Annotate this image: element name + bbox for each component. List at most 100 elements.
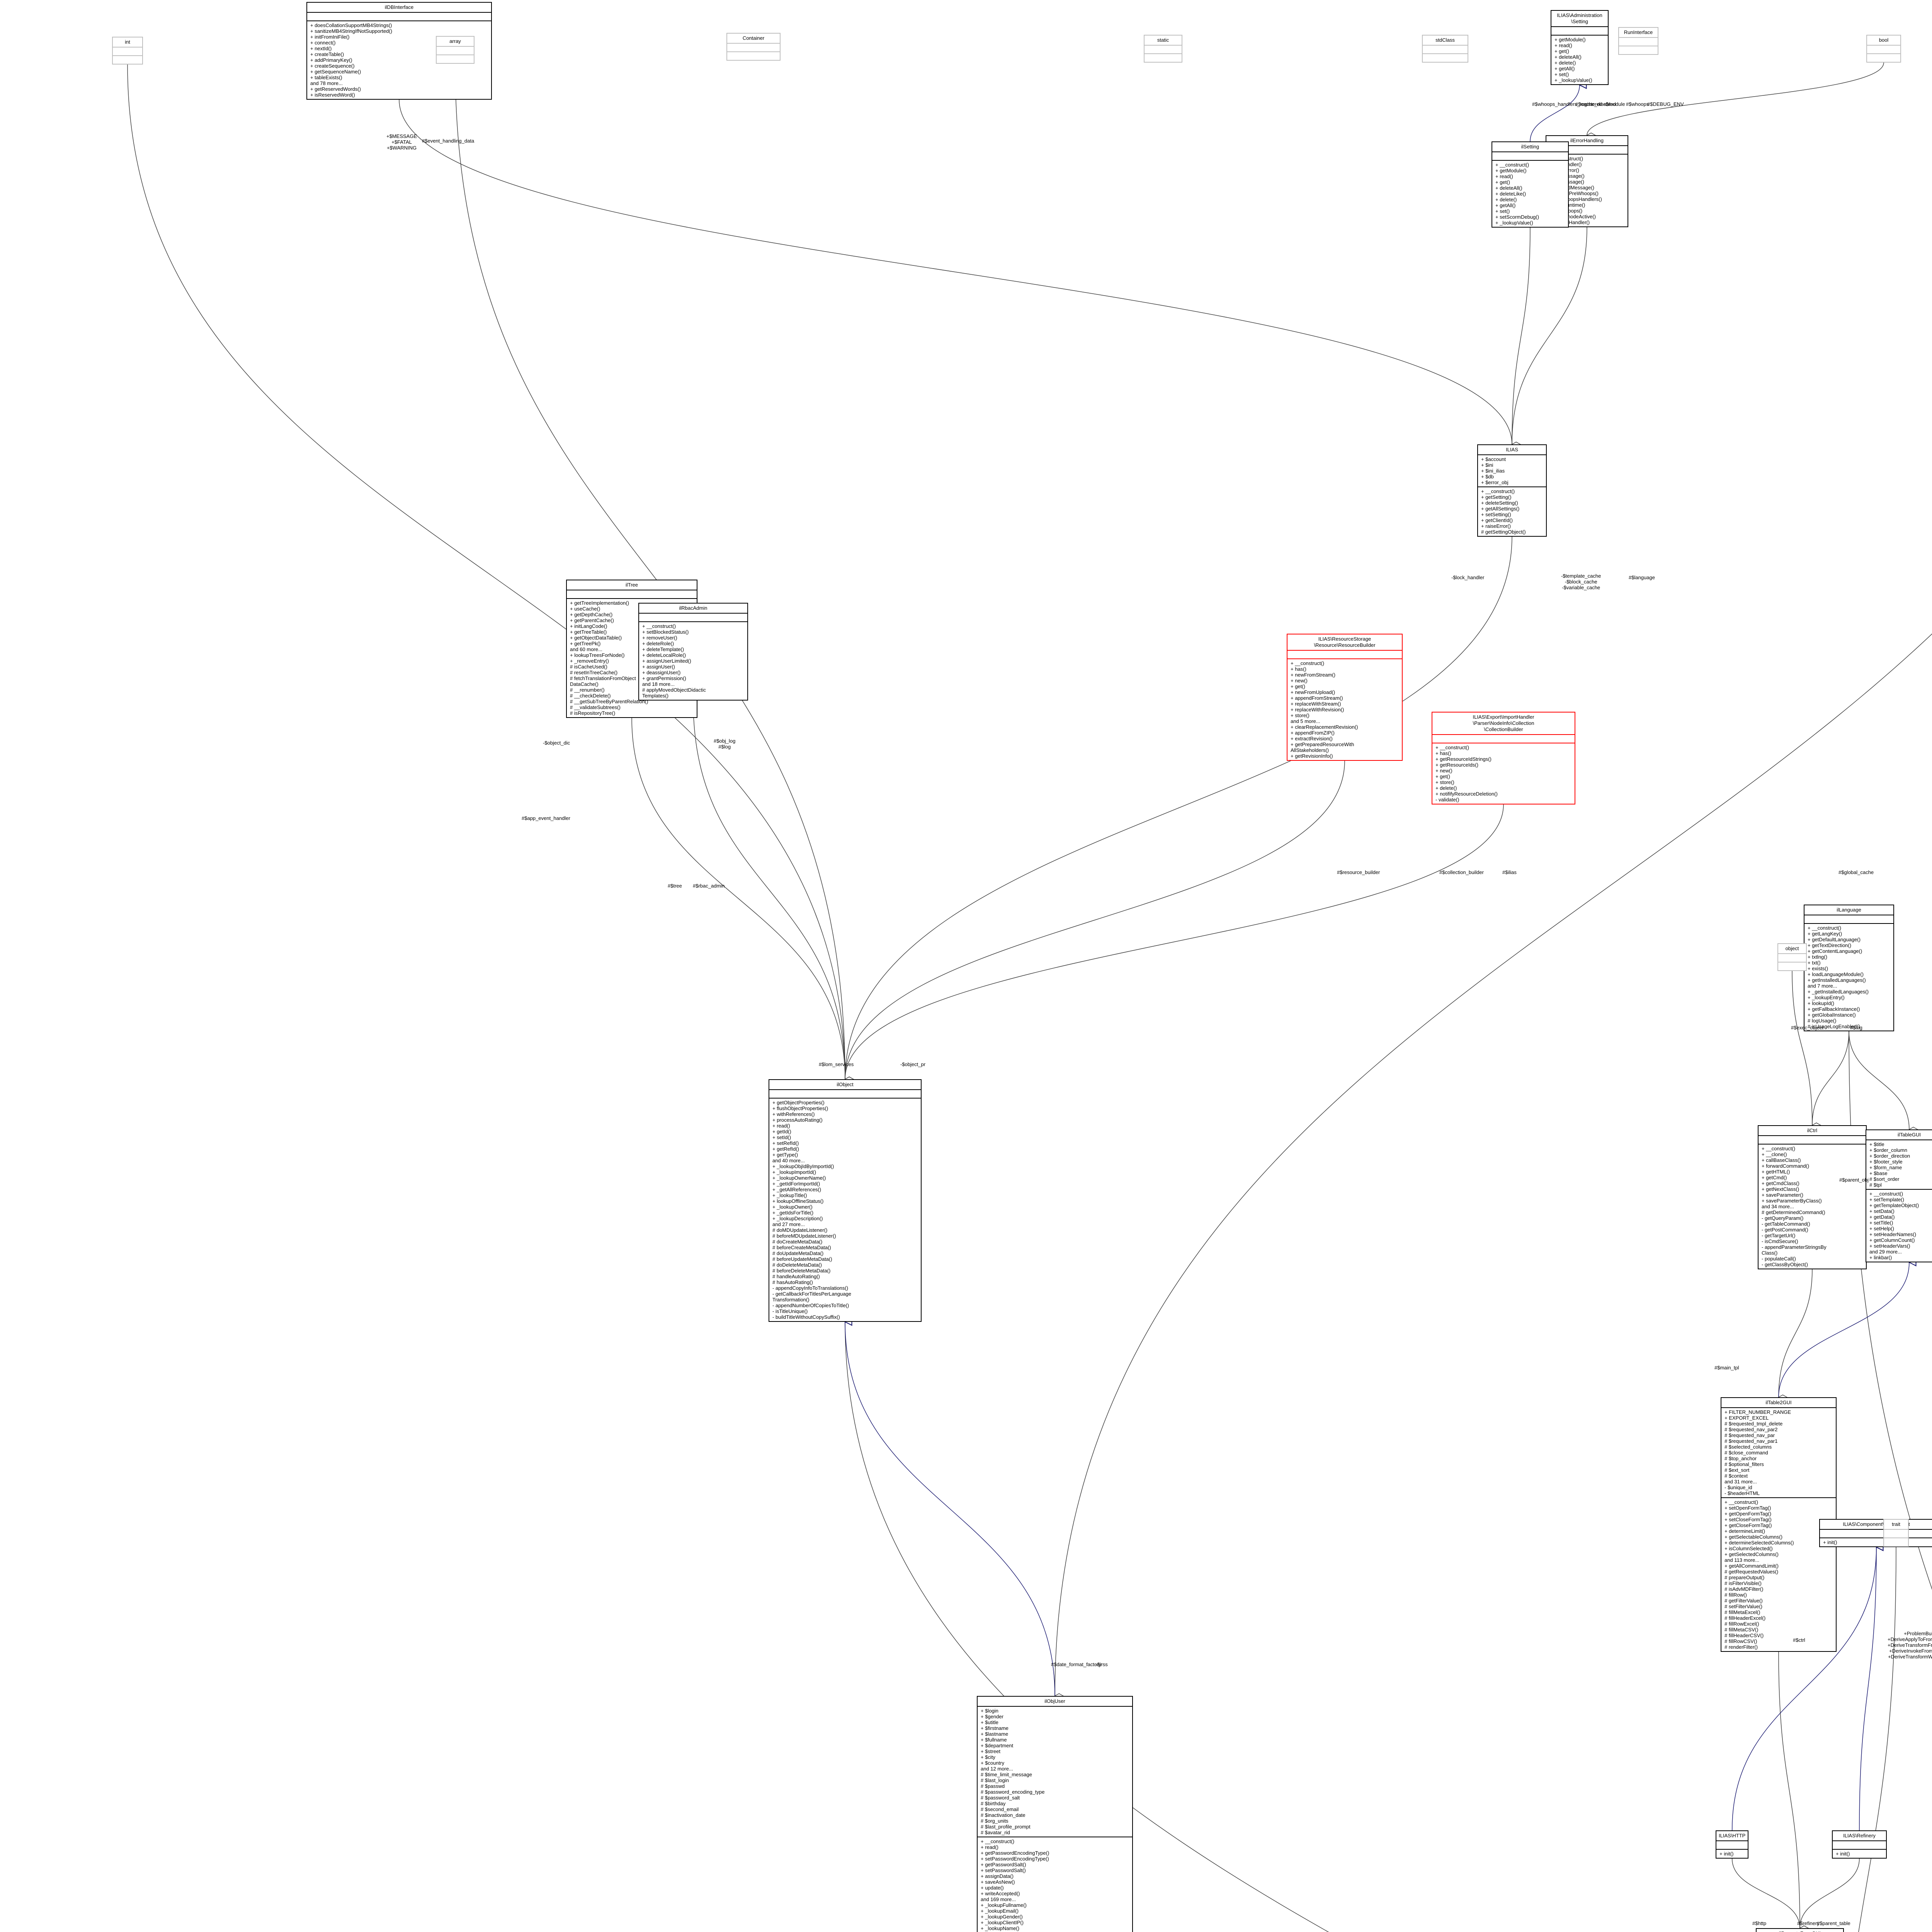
method: + setCloseFormTag() xyxy=(1725,1517,1772,1522)
method: + init() xyxy=(1719,1851,1734,1857)
edge-label: -$irss xyxy=(1095,1662,1108,1667)
class-node-stdclass[interactable]: stdClass xyxy=(1422,35,1468,63)
class-node-resourcebuilder[interactable]: ILIAS\ResourceStorage \Resource\Resource… xyxy=(1287,634,1403,761)
method: and 5 more... xyxy=(1291,718,1320,724)
attributes-section xyxy=(1759,1135,1866,1144)
method: + get() xyxy=(1554,48,1569,54)
attribute: # $selected_columns xyxy=(1725,1444,1772,1450)
method: + newFromStream() xyxy=(1291,672,1335,678)
class-node-iltablegui[interactable]: ilTableGUI+ $title+ $order_column+ $orde… xyxy=(1866,1129,1932,1262)
class-name: ilPropertyFormGUI xyxy=(1757,1929,1843,1932)
method: + _lookupOwner() xyxy=(772,1204,813,1210)
attribute: # $top_anchor xyxy=(1725,1456,1757,1461)
class-node-array[interactable]: array xyxy=(436,36,474,64)
method: + store() xyxy=(1291,713,1310,718)
method: + getSequenceName() xyxy=(310,69,361,75)
method: + _lookupName() xyxy=(981,1925,1020,1931)
class-node-adminsetting[interactable]: ILIAS\Administration \Setting+ getModule… xyxy=(1551,10,1609,85)
method: # handleAutoRating() xyxy=(772,1274,820,1279)
method: + nextId() xyxy=(310,46,332,51)
class-node-component[interactable]: ILIAS\Component\Component+ init() xyxy=(1819,1519,1932,1547)
method: + deleteRole() xyxy=(642,641,674,646)
method: + linkbar() xyxy=(1869,1255,1892,1260)
method: # doDeleteMetaData() xyxy=(772,1262,822,1268)
class-node-object[interactable]: object xyxy=(1777,943,1807,971)
method: + setId() xyxy=(772,1134,791,1140)
edge-label: #$DEBUG_ENV xyxy=(1647,101,1684,107)
method: + _lookupEmail() xyxy=(981,1908,1019,1914)
class-node-static[interactable]: static xyxy=(1144,35,1182,63)
attributes-section xyxy=(1423,45,1468,53)
class-node-ilobjuser[interactable]: ilObjUser+ $login+ $gender+ $utitle+ $fi… xyxy=(977,1696,1133,1932)
class-node-ilobject[interactable]: ilObject+ getObjectProperties()+ flushOb… xyxy=(769,1079,922,1322)
method: + setRefId() xyxy=(772,1140,799,1146)
method: and 29 more... xyxy=(1869,1249,1902,1255)
method: # prepareOutput() xyxy=(1725,1575,1765,1580)
class-node-ilias[interactable]: ILIAS+ $account+ $ini+ $ini_ilias+ $db+ … xyxy=(1477,444,1547,537)
method: # renderFilter() xyxy=(1725,1644,1758,1650)
attribute: - $headerHTML xyxy=(1725,1490,1760,1496)
methods-section: + __construct()+ setOpenFormTag()+ getOp… xyxy=(1721,1497,1836,1651)
class-node-ilrbacadmin[interactable]: ilRbacAdmin+ __construct()+ setBlockedSt… xyxy=(638,603,748,701)
method: and 78 more... xyxy=(310,80,343,86)
method: + getResourceIdStrings() xyxy=(1435,756,1492,762)
class-node-ilsetting[interactable]: ilSetting+ __construct()+ getModule()+ r… xyxy=(1492,141,1569,228)
methods-section xyxy=(1867,53,1900,62)
class-node-collectionbuilder[interactable]: ILIAS\Export\ImportHandler \Parser\NodeI… xyxy=(1432,712,1575,804)
class-name: ILIAS\Refinery xyxy=(1843,1833,1876,1838)
attribute: # $password_encoding_type xyxy=(981,1789,1045,1795)
method: + _lookupFullname() xyxy=(981,1902,1027,1908)
class-node-refinery[interactable]: ILIAS\Refinery+ init() xyxy=(1832,1830,1887,1859)
method: + getRevisionInfo() xyxy=(1291,753,1333,759)
method: + _lookupImportId() xyxy=(772,1169,816,1175)
method: + setPasswordSalt() xyxy=(981,1867,1026,1873)
class-node-runinterface[interactable]: RunInterface xyxy=(1618,27,1658,55)
attribute: # $password_salt xyxy=(981,1795,1020,1801)
method: # doCreateMetaData() xyxy=(772,1239,823,1245)
edge-label: #$collection_builder xyxy=(1439,869,1484,875)
class-node-iltable2gui[interactable]: ilTable2GUI+ FILTER_NUMBER_RANGE+ EXPORT… xyxy=(1721,1397,1837,1652)
class-node-ilpropertyformgui[interactable]: ilPropertyFormGUI# $onload_code+ __const… xyxy=(1756,1928,1844,1932)
method: + read() xyxy=(772,1123,790,1129)
method: + get() xyxy=(1495,179,1510,185)
class-name: ILIAS\ResourceStorage \Resource\Resource… xyxy=(1314,636,1376,648)
class-node-int[interactable]: int xyxy=(112,37,143,65)
attribute: + $base xyxy=(1869,1170,1888,1176)
class-name: ilTree xyxy=(625,582,638,588)
class-node-ilctrl[interactable]: ilCtrl+ __construct()+ __clone()+ callBa… xyxy=(1758,1125,1867,1269)
method: + getOpenFormTag() xyxy=(1725,1511,1772,1517)
class-name: RunInterface xyxy=(1624,29,1653,35)
method: + deassignUser() xyxy=(642,670,681,675)
method: - getClassByObject() xyxy=(1762,1262,1808,1267)
attribute: + $street xyxy=(981,1748,1000,1754)
method: + setPasswordEncodingType() xyxy=(981,1856,1049,1862)
class-node-http[interactable]: ILIAS\HTTP + init() xyxy=(1716,1830,1749,1859)
class-node-container[interactable]: Container xyxy=(726,33,781,61)
class-name: ilDBInterface xyxy=(384,4,414,10)
method: + __construct() xyxy=(1495,162,1529,168)
edge-label: #$event_handling_data xyxy=(422,138,474,144)
method: + setHeaderVars() xyxy=(1869,1243,1910,1249)
attributes-section xyxy=(727,43,780,51)
class-name: ILIAS\HTTP xyxy=(1719,1833,1746,1838)
class-node-trait[interactable]: trait xyxy=(1883,1519,1909,1547)
class-name: bool xyxy=(1879,37,1889,43)
method: - buildTitleWithoutCopySuffix() xyxy=(772,1314,840,1320)
method: # isAdvMDFilter() xyxy=(1725,1586,1764,1592)
class-node-illanguage[interactable]: ilLanguage+ __construct()+ getLangKey()+… xyxy=(1804,905,1894,1031)
attributes-section: + $login+ $gender+ $utitle+ $firstname+ … xyxy=(978,1706,1132,1837)
attribute: + $country xyxy=(981,1760,1005,1766)
attribute: # $birthday xyxy=(981,1801,1006,1806)
attributes-section xyxy=(1778,953,1806,962)
edge-label: #$rbac_admin xyxy=(693,883,725,889)
edge-label: #$lom_services xyxy=(819,1061,854,1067)
method: # getFilterValue() xyxy=(1725,1598,1763,1604)
method: + getReservedWords() xyxy=(310,86,361,92)
method: # isFilterVisible() xyxy=(1725,1580,1762,1586)
method: + __construct() xyxy=(1725,1499,1759,1505)
attribute: # $requested_nav_par xyxy=(1725,1432,1775,1438)
method: + getDefaultLanguage() xyxy=(1808,937,1861,942)
class-node-bool[interactable]: bool xyxy=(1866,35,1901,63)
method: + _getIdForImportId() xyxy=(772,1181,820,1187)
method: + has() xyxy=(1435,750,1451,756)
